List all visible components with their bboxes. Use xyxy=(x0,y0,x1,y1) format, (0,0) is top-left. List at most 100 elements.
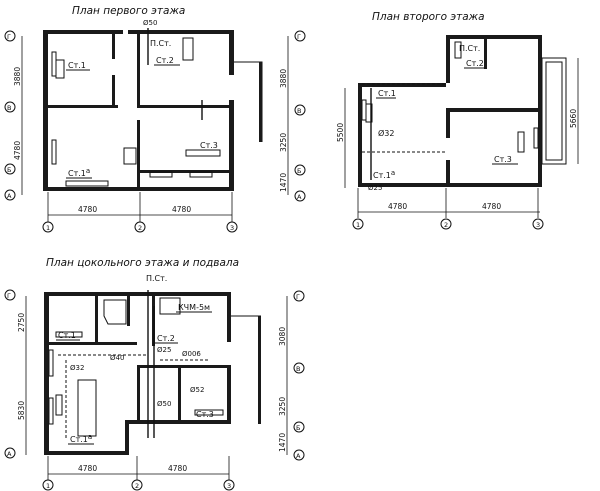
dim-left-top: 2750 xyxy=(17,313,26,332)
window xyxy=(51,139,57,165)
label-d32: Ø32 xyxy=(378,128,394,138)
axis-b-right: Б xyxy=(296,424,300,432)
axis-marker xyxy=(42,221,54,233)
label-st1: Ст.1 xyxy=(58,331,76,340)
basement-plan: План цокольного этажа и подвала xyxy=(4,257,305,491)
radiator xyxy=(185,149,221,157)
label-d52: Ø52 xyxy=(190,386,204,394)
fixture xyxy=(77,379,97,437)
label-d32: Ø32 xyxy=(70,364,84,372)
dim-right-bottom: 1470 xyxy=(279,173,288,192)
axis-a-right: А xyxy=(297,193,302,201)
wall xyxy=(44,292,231,296)
axis-marker xyxy=(134,221,146,233)
axis-marker xyxy=(294,30,306,42)
wall xyxy=(127,296,130,326)
radiator xyxy=(365,103,373,123)
axis-v-right: В xyxy=(296,365,300,373)
axis-marker xyxy=(4,189,16,201)
wall xyxy=(43,30,48,190)
axis-marker xyxy=(440,218,452,230)
dim-left-bottom: 4780 xyxy=(13,141,22,160)
stair-rail xyxy=(234,61,263,142)
wall xyxy=(229,100,234,190)
radiator xyxy=(454,41,462,59)
wall xyxy=(48,105,118,108)
wall xyxy=(140,170,232,173)
wall xyxy=(44,451,128,455)
dim-bottom-right: 4780 xyxy=(482,202,501,211)
axis-g-left: Г xyxy=(7,292,11,300)
wall xyxy=(137,120,140,187)
balcony xyxy=(541,57,567,165)
wall xyxy=(178,368,181,420)
wall xyxy=(125,420,231,424)
axis-n2: 2 xyxy=(444,221,448,229)
wall xyxy=(137,34,140,108)
axis-v-right: В xyxy=(297,107,301,115)
dim-bottom-left: 4780 xyxy=(78,464,97,473)
label-d25: Ø25 xyxy=(157,346,171,354)
radiator xyxy=(55,394,63,416)
axis-marker xyxy=(4,30,16,42)
wall xyxy=(446,160,450,185)
axis-marker xyxy=(131,479,143,491)
label-d50: Ø50 xyxy=(143,19,157,27)
axis-marker xyxy=(294,190,306,202)
axis-a-left: А xyxy=(7,450,12,458)
wall xyxy=(484,39,487,69)
radiator xyxy=(55,59,65,79)
radiator xyxy=(194,409,224,416)
axis-v-left: В xyxy=(7,104,11,112)
wall xyxy=(112,75,115,105)
basement-title: План цокольного этажа и подвала xyxy=(46,257,239,269)
dim-bottom-right: 4780 xyxy=(168,464,187,473)
axis-marker xyxy=(226,221,238,233)
dim-right-mid: 3250 xyxy=(278,397,287,416)
wall xyxy=(446,108,540,112)
boiler xyxy=(103,299,127,325)
label-d25: Ø25 xyxy=(368,184,382,192)
second-floor-plan: План второго этажа П.Ст. Ст.2 Ст.1 Ø32 С… xyxy=(336,11,579,230)
wall xyxy=(43,187,234,191)
window xyxy=(189,171,213,178)
label-st1a: Ст.1а xyxy=(68,167,90,178)
axis-marker xyxy=(293,449,305,461)
wall xyxy=(446,35,542,39)
axis-n2: 2 xyxy=(135,482,139,490)
window xyxy=(149,171,173,178)
axis-marker xyxy=(293,362,305,374)
first-floor-title: План первого этажа xyxy=(72,5,185,17)
radiator xyxy=(55,331,83,338)
label-st2: Ст.2 xyxy=(466,59,484,68)
dim-left: 5500 xyxy=(336,123,345,142)
axis-marker xyxy=(293,290,305,302)
axis-marker xyxy=(42,479,54,491)
balcony-rail xyxy=(545,61,563,161)
axis-marker xyxy=(4,447,16,459)
axis-marker xyxy=(223,479,235,491)
label-st1: Ст.1 xyxy=(378,89,396,98)
wall xyxy=(112,34,115,59)
label-st1a: Ст.1а xyxy=(70,433,92,444)
label-st3: Ст.3 xyxy=(494,155,512,164)
axis-n1: 1 xyxy=(46,224,50,232)
dim-bottom-left: 4780 xyxy=(78,205,97,214)
label-st2: Ст.2 xyxy=(157,334,175,343)
radiator xyxy=(65,180,109,187)
wall xyxy=(125,420,129,455)
window xyxy=(51,51,57,77)
dim-left-bottom: 5830 xyxy=(17,401,26,420)
boiler-kchm xyxy=(159,297,181,315)
axis-marker xyxy=(294,164,306,176)
label-d50: Ø50 xyxy=(157,400,171,408)
wall xyxy=(227,292,231,342)
wall xyxy=(259,62,262,142)
wall xyxy=(95,296,98,342)
window xyxy=(361,99,367,121)
radiator xyxy=(517,131,525,153)
axis-marker xyxy=(4,101,16,113)
wall xyxy=(137,365,229,368)
